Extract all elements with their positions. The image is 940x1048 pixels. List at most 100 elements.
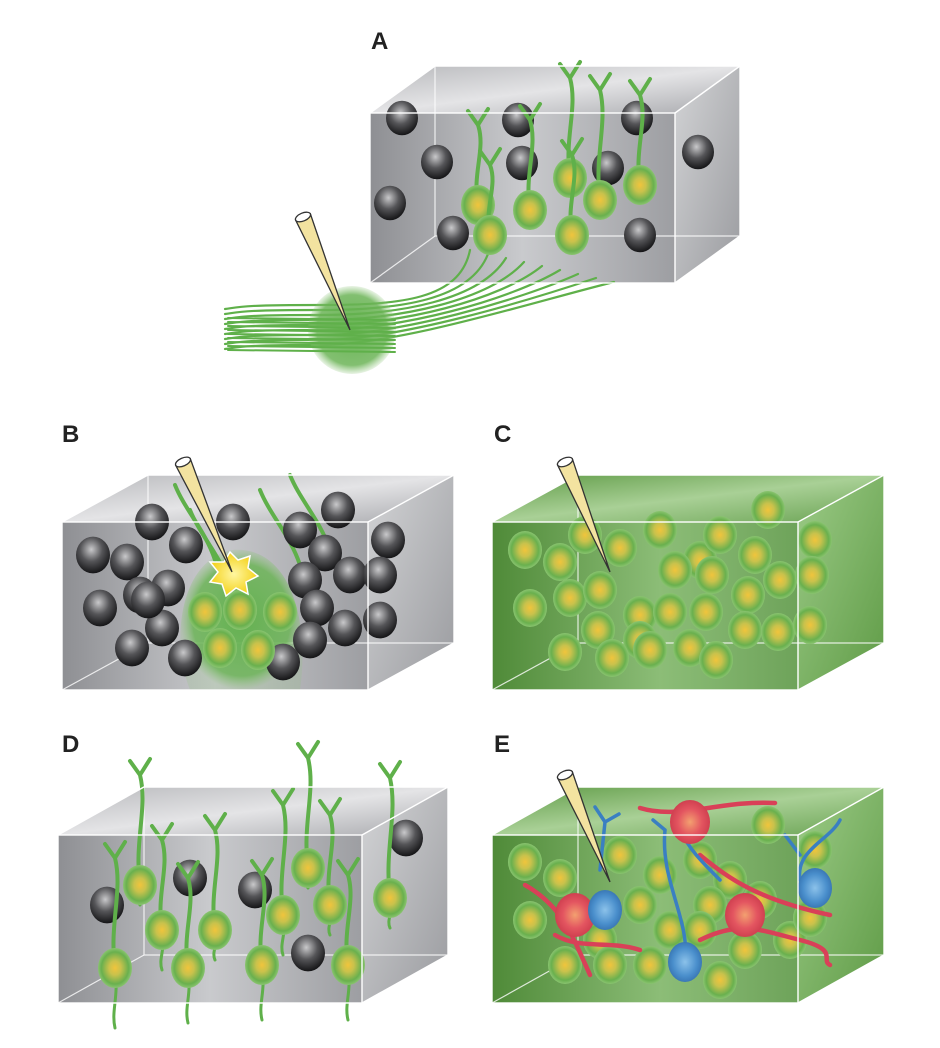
green-cell [595, 639, 629, 677]
green-cell [98, 948, 132, 988]
green-cell [263, 592, 297, 632]
cube-front-edge [491, 834, 799, 1004]
red-cell [555, 893, 595, 937]
red-cell [670, 800, 710, 844]
neuron-process [227, 321, 396, 325]
green-cell [653, 911, 687, 949]
cube-edge [797, 786, 885, 836]
neuron-process [227, 341, 396, 345]
injection-flash [208, 550, 260, 598]
green-cell [653, 593, 687, 631]
dark-cell [291, 934, 325, 972]
panel-label-e: E [494, 731, 511, 758]
dark-cell [293, 621, 327, 659]
dark-cell [363, 601, 397, 639]
dark-cell [168, 639, 202, 677]
green-cell [313, 885, 347, 925]
green-cell [643, 511, 677, 549]
green-cell [508, 531, 542, 569]
dark-cell [421, 144, 453, 180]
injection-site-glow [308, 286, 396, 374]
green-cell [658, 551, 692, 589]
green-cell [689, 593, 723, 631]
green-cell [603, 836, 637, 874]
green-cell [761, 613, 795, 651]
cube-back-edge [369, 235, 436, 284]
green-cell [513, 190, 547, 230]
dark-cell [363, 556, 397, 594]
neuron-process [697, 852, 833, 918]
pipette-c [556, 456, 611, 573]
pipette-opening [556, 769, 574, 781]
green-cell [703, 961, 737, 999]
dark-cell [131, 581, 165, 619]
green-cell [241, 630, 275, 670]
green-cell [581, 611, 615, 649]
dark-cell [371, 521, 405, 559]
pipette-b [174, 456, 233, 573]
cube-e-edges [491, 786, 885, 1004]
pipette-opening [174, 456, 192, 468]
green-cell [583, 571, 617, 609]
green-cell [513, 901, 547, 939]
panel-label-b: B [62, 421, 80, 448]
dark-cell [76, 536, 110, 574]
pipette-a [294, 211, 351, 331]
cube-a-edges [369, 65, 741, 284]
blue-cell [798, 868, 832, 908]
neuron-process [227, 333, 396, 337]
green-cell [683, 911, 717, 949]
neuron-process [697, 926, 833, 968]
green-cell [699, 641, 733, 679]
neuron-process [227, 345, 396, 349]
green-cell [223, 590, 257, 630]
dark-cell [621, 100, 653, 136]
dark-cell [624, 217, 656, 253]
dark-cell [437, 215, 469, 251]
dark-cell [321, 491, 355, 529]
green-cell [751, 491, 785, 529]
cube-c-edges [491, 474, 885, 691]
cube-top-face [58, 787, 448, 835]
green-cell [728, 611, 762, 649]
panel-label-c: C [494, 421, 512, 448]
dark-cell [300, 589, 334, 627]
green-cell [373, 878, 407, 918]
green-cell [266, 895, 300, 935]
green-cell [171, 948, 205, 988]
dark-cell [308, 534, 342, 572]
panel-label-d: D [62, 731, 80, 758]
cube-edge [367, 474, 455, 523]
cube-front-edge [491, 521, 799, 691]
cube-front-edge [57, 834, 363, 1004]
panel-label-a: A [371, 28, 389, 55]
dark-cell [333, 556, 367, 594]
neuron-process [227, 325, 396, 329]
green-cell [703, 516, 737, 554]
green-cell [695, 556, 729, 594]
cube-top-face [370, 66, 740, 113]
neuron-process [227, 349, 396, 353]
green-cell [633, 946, 667, 984]
green-cell [731, 576, 765, 614]
cube-edge [674, 65, 741, 114]
neuron-process [227, 329, 396, 333]
green-cell [188, 592, 222, 632]
green-cell [795, 556, 829, 594]
dark-cell [83, 589, 117, 627]
green-cell [473, 215, 507, 255]
neuron-process [227, 317, 396, 321]
red-cell [725, 893, 765, 937]
green-cell [583, 180, 617, 220]
pipette-opening [556, 456, 574, 468]
dark-cell [238, 871, 272, 909]
cube-side-face [675, 66, 740, 283]
green-cell [603, 529, 637, 567]
green-cell [548, 946, 582, 984]
green-cell [553, 579, 587, 617]
green-cell [145, 910, 179, 950]
green-cell [331, 945, 365, 985]
pipette-opening [294, 211, 312, 223]
green-cell [198, 910, 232, 950]
dark-cell [110, 543, 144, 581]
